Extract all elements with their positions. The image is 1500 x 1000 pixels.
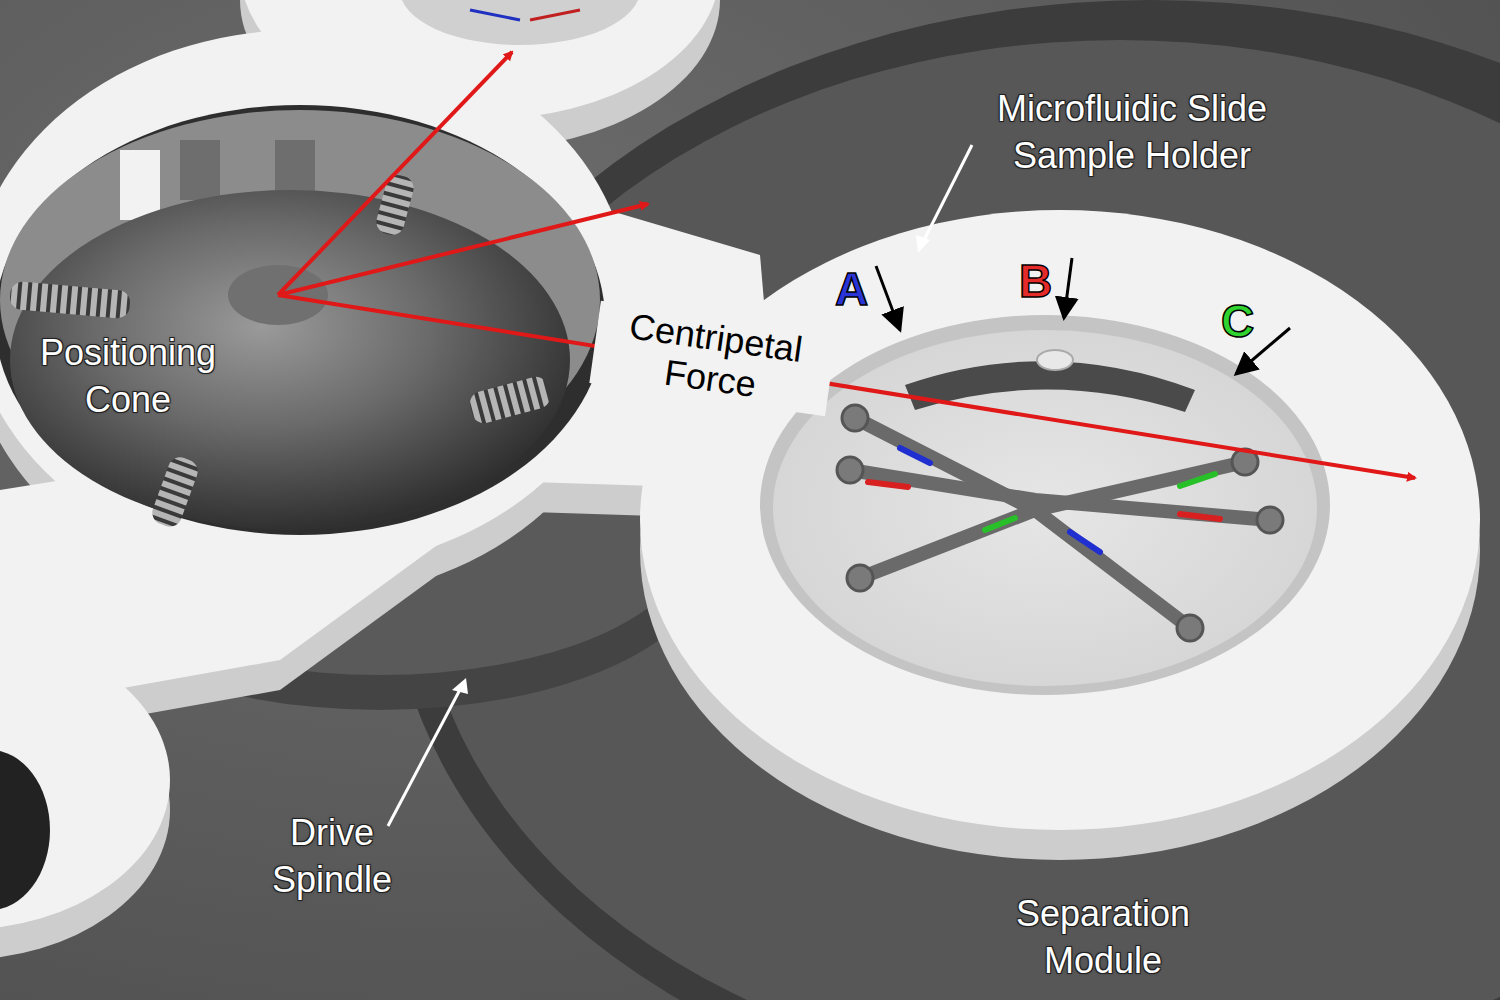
part-label: Separation Module xyxy=(988,891,1218,985)
callout-letter: C xyxy=(1221,292,1254,352)
part-label: Microfluidic Slide Sample Holder xyxy=(962,86,1302,180)
callout-letter: B xyxy=(1019,252,1052,312)
part-label: Positioning Cone xyxy=(18,330,238,424)
part-label: Drive Spindle xyxy=(242,810,422,904)
callout-letter: A xyxy=(835,260,868,320)
